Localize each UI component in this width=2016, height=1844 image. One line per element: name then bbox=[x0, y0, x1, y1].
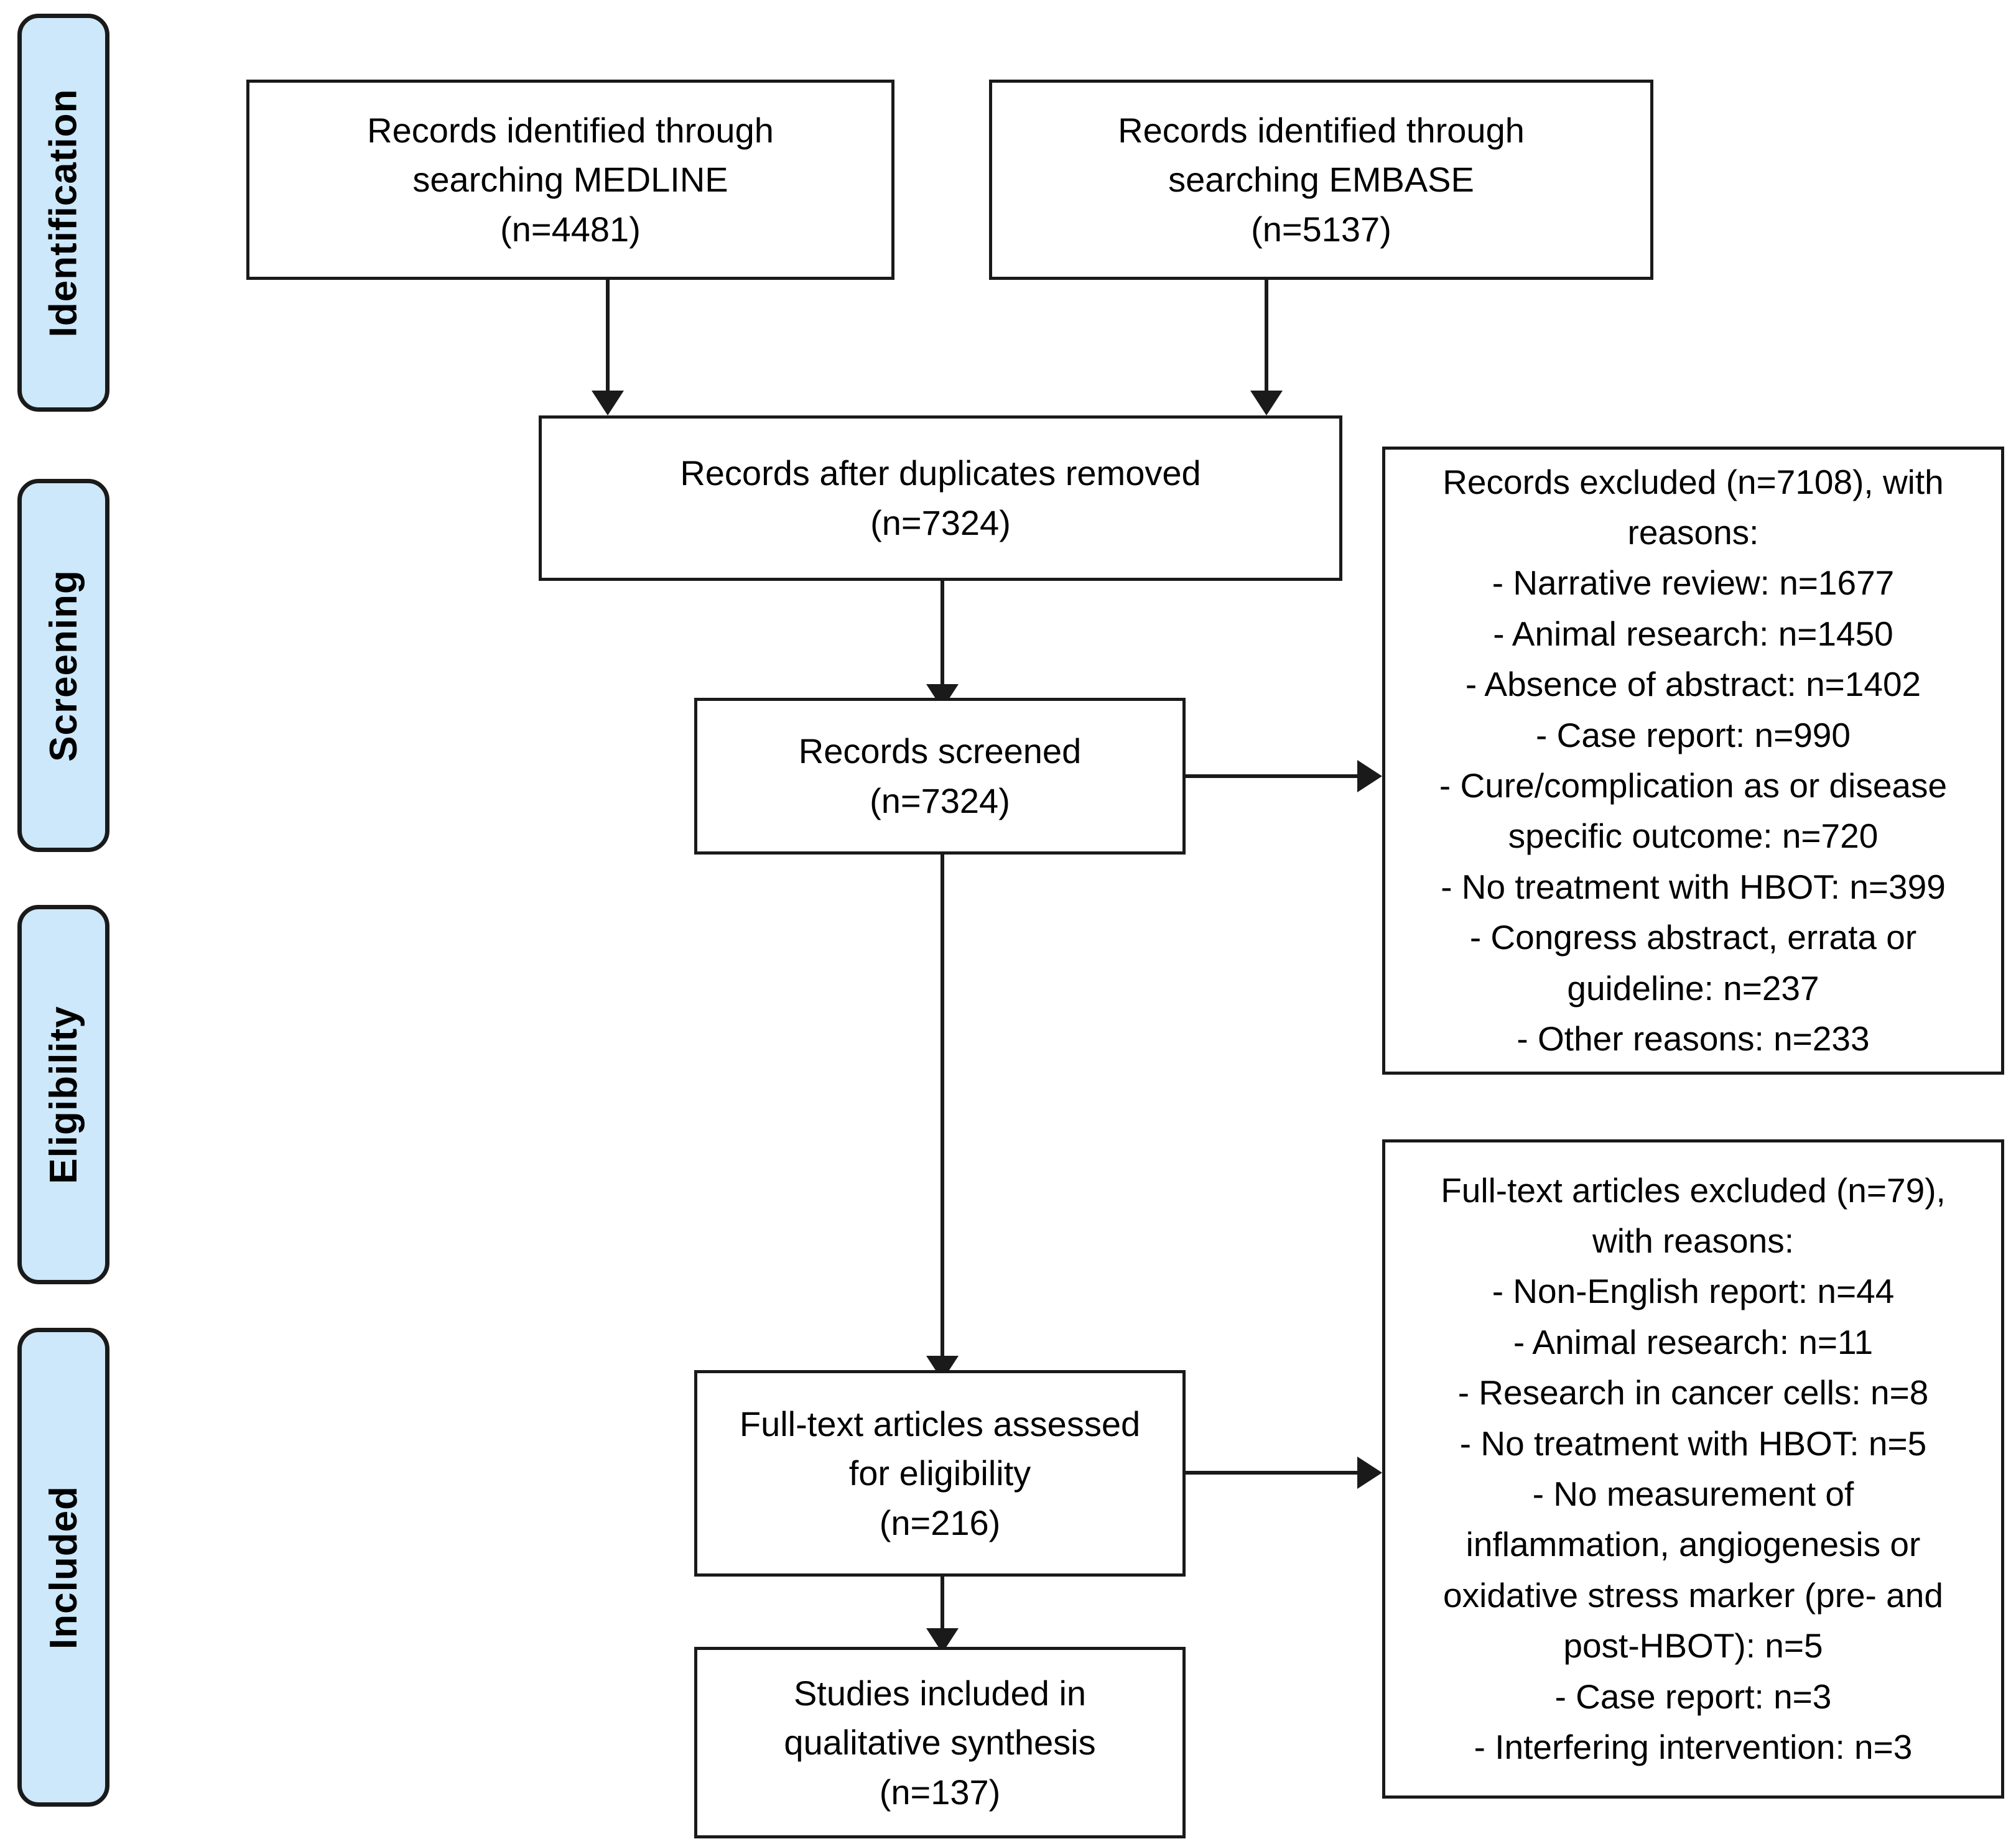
box-fulltext-excluded-text: Full-text articles excluded (n=79), with… bbox=[1441, 1170, 1946, 1766]
stage-label-eligibility: Eligibility bbox=[42, 1005, 85, 1184]
box-fulltext-assessed-text: Full-text articles assessed for eligibil… bbox=[739, 1404, 1141, 1542]
connector-screened-to-excluded bbox=[1186, 774, 1372, 778]
arrowhead-medline-to-duplicates bbox=[592, 391, 624, 415]
stage-label-identification: Identification bbox=[42, 88, 85, 337]
box-records-after-duplicates: Records after duplicates removed (n=7324… bbox=[539, 415, 1342, 581]
stage-pill-screening: Screening bbox=[17, 479, 109, 852]
arrowhead-fulltext-to-excluded bbox=[1357, 1457, 1382, 1489]
box-records-medline: Records identified through searching MED… bbox=[246, 80, 894, 280]
box-studies-included-text: Studies included in qualitative synthesi… bbox=[784, 1673, 1096, 1812]
box-studies-included: Studies included in qualitative synthesi… bbox=[694, 1647, 1186, 1838]
box-fulltext-assessed: Full-text articles assessed for eligibil… bbox=[694, 1370, 1186, 1577]
box-records-embase-text: Records identified through searching EMB… bbox=[1118, 110, 1525, 249]
connector-screened-to-fulltext bbox=[941, 855, 944, 1371]
stage-pill-identification: Identification bbox=[17, 14, 109, 412]
box-records-after-duplicates-text: Records after duplicates removed (n=7324… bbox=[680, 453, 1201, 542]
stage-label-included: Included bbox=[42, 1485, 85, 1649]
arrowhead-embase-to-duplicates bbox=[1250, 391, 1283, 415]
stage-label-screening: Screening bbox=[42, 569, 85, 762]
connector-embase-to-duplicates bbox=[1265, 280, 1268, 395]
connector-medline-to-duplicates bbox=[606, 280, 610, 395]
box-records-screened: Records screened (n=7324) bbox=[694, 698, 1186, 855]
box-records-excluded-text: Records excluded (n=7108), with reasons:… bbox=[1439, 462, 1948, 1058]
connector-fulltext-to-included bbox=[941, 1577, 944, 1645]
box-records-screened-text: Records screened (n=7324) bbox=[798, 731, 1082, 820]
arrowhead-screened-to-excluded bbox=[1357, 760, 1382, 792]
connector-duplicates-to-screened bbox=[941, 581, 944, 690]
box-records-excluded: Records excluded (n=7108), with reasons:… bbox=[1382, 447, 2004, 1075]
box-records-medline-text: Records identified through searching MED… bbox=[367, 110, 774, 249]
box-records-embase: Records identified through searching EMB… bbox=[989, 80, 1653, 280]
box-fulltext-excluded: Full-text articles excluded (n=79), with… bbox=[1382, 1139, 2004, 1799]
stage-pill-included: Included bbox=[17, 1328, 109, 1807]
connector-fulltext-to-excluded bbox=[1186, 1471, 1372, 1475]
stage-pill-eligibility: Eligibility bbox=[17, 905, 109, 1284]
